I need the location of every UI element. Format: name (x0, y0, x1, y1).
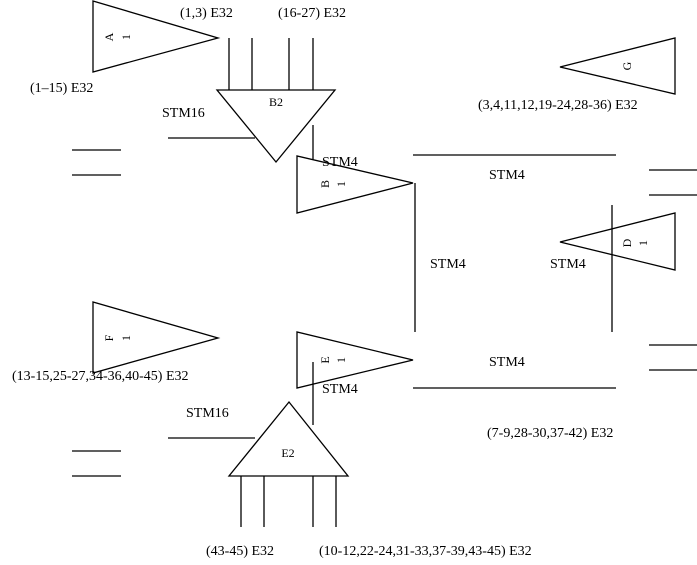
label-a-e32-16-27: (16-27) E32 (278, 6, 346, 21)
label-f-e32: (13-15,25-27,34-36,40-45) E32 (12, 369, 189, 384)
label-stm16-top: STM16 (162, 106, 205, 121)
node-b-name: B (318, 180, 332, 188)
label-stm4-d-vertical: STM4 (550, 257, 586, 272)
node-b-index: 1 (334, 181, 348, 187)
node-g: G (559, 37, 676, 95)
node-b-triangle (296, 155, 414, 214)
label-e2-e32-10-45: (10-12,22-24,31-33,37-39,43-45) E32 (319, 544, 532, 559)
node-g-name: G (620, 61, 634, 70)
node-e-index: 1 (334, 357, 348, 363)
node-e: E 1 (296, 331, 414, 389)
label-stm16-bottom: STM16 (186, 406, 229, 421)
node-e2: E2 (227, 400, 350, 527)
node-e-name: E (318, 356, 332, 363)
node-d-name: D (620, 238, 634, 247)
node-f-triangle (92, 301, 221, 374)
node-f-name: F (102, 334, 116, 341)
node-a: A 1 (92, 0, 221, 73)
label-stm4-e-e2: STM4 (322, 382, 358, 397)
node-d: D 1 (559, 212, 676, 271)
stub-lines (72, 149, 697, 477)
node-d-index: 1 (636, 240, 650, 246)
label-g-e32: (3,4,11,12,19-24,28-36) E32 (478, 98, 638, 113)
node-b: B 1 (296, 155, 414, 214)
node-f: F 1 (92, 301, 221, 374)
label-a-e32-1-3: (1,3) E32 (180, 6, 233, 21)
node-b2-triangle (215, 89, 337, 164)
label-stm4-e-d-bottom: STM4 (489, 355, 525, 370)
node-b2-name: B2 (269, 95, 283, 109)
node-e2-name: E2 (281, 446, 294, 460)
node-a-name: A (102, 32, 116, 41)
node-g-triangle (559, 37, 676, 95)
node-e2-triangle (227, 400, 350, 477)
label-stm4-b2-b: STM4 (322, 155, 358, 170)
label-e2-e32-43-45: (43-45) E32 (206, 544, 274, 559)
node-a-triangle (92, 0, 221, 73)
label-stm4-b-e-vertical: STM4 (430, 257, 466, 272)
node-a-index: 1 (119, 34, 133, 40)
label-stm4-b-d-top: STM4 (489, 168, 525, 183)
node-d-triangle (559, 212, 676, 271)
node-b2: B2 (215, 38, 337, 164)
node-f-index: 1 (119, 335, 133, 341)
label-d-e32: (7-9,28-30,37-42) E32 (487, 426, 613, 441)
node-e-triangle (296, 331, 414, 389)
label-a-e32-1-15: (1–15) E32 (30, 81, 93, 96)
